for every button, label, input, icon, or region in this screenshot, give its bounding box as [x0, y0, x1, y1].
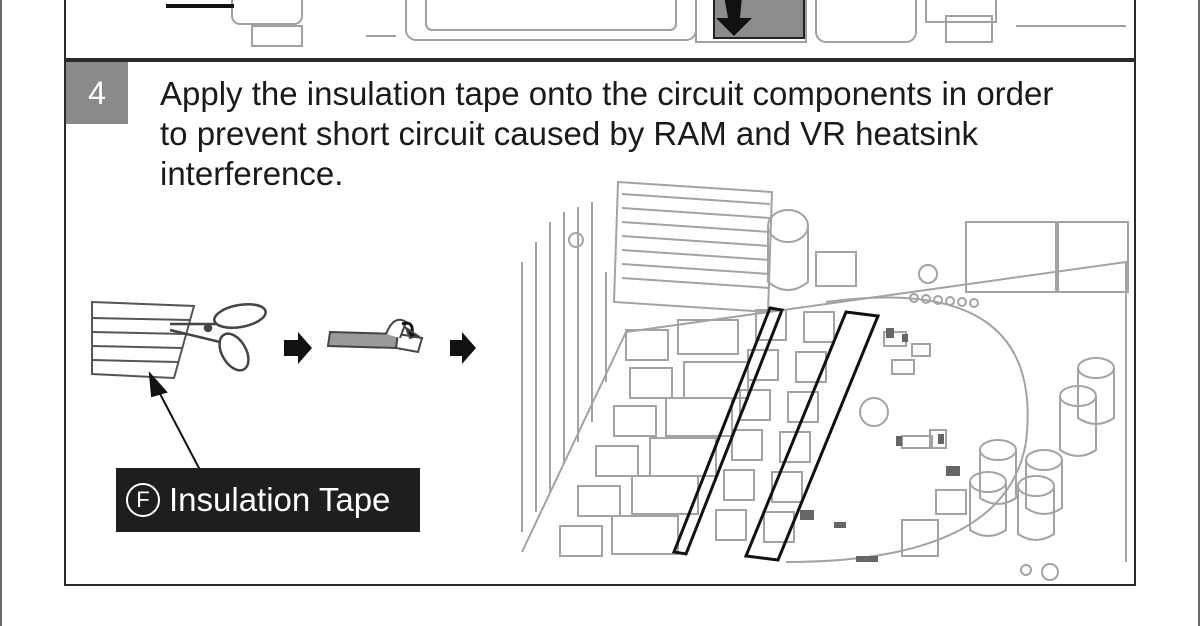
arrow-right-icon: [450, 332, 476, 364]
page-edge-left: [0, 0, 2, 626]
insulation-tape-label: F Insulation Tape: [116, 468, 420, 532]
tape-peel-icon: [326, 318, 424, 354]
step-instruction: Apply the insulation tape onto the circu…: [160, 75, 1054, 192]
tape-letter-badge: F: [126, 483, 160, 517]
illustration: [91, 180, 1129, 581]
previous-step-panel: [64, 0, 1136, 60]
circuit-board-illustration: [521, 180, 1129, 581]
step-panel: 4 Apply the insulation tape onto the cir…: [64, 60, 1136, 586]
step-number-badge: 4: [66, 62, 128, 124]
previous-step-illustration: [166, 0, 1126, 47]
scissors-icon: [169, 303, 267, 372]
down-arrow-icon: [716, 0, 752, 36]
pointer-line: [148, 371, 201, 471]
arrow-right-icon: [284, 332, 312, 364]
tape-roll-icon: [91, 300, 196, 380]
page-edge-right: [1198, 0, 1200, 626]
tape-label-text: Insulation Tape: [169, 481, 391, 518]
